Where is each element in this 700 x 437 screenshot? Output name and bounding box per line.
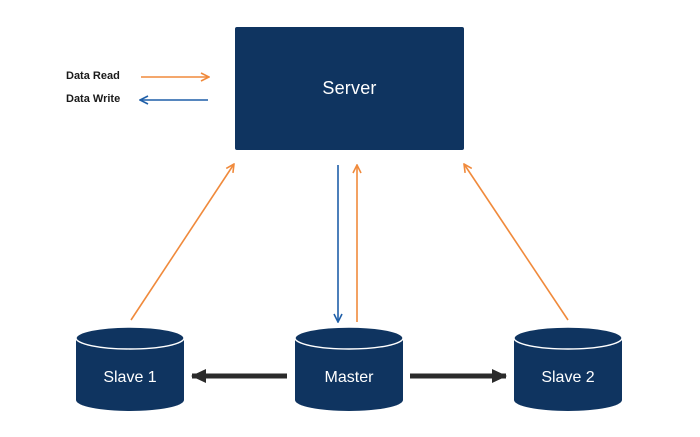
- slave2-label: Slave 2: [541, 369, 595, 386]
- legend-read-label: Data Read: [66, 70, 120, 82]
- slave1-database-cylinder: [75, 326, 185, 411]
- master-label: Master: [324, 369, 374, 386]
- read-arrow-slave2: [464, 164, 569, 321]
- slave1-label: Slave 1: [103, 369, 157, 386]
- read-arrow-slave1: [130, 164, 234, 321]
- master-database-cylinder: [294, 326, 404, 411]
- legend-write-label: Data Write: [66, 93, 121, 105]
- server-node: Server: [235, 27, 464, 150]
- server-label: Server: [322, 78, 377, 98]
- slave2-database-cylinder: [513, 326, 623, 411]
